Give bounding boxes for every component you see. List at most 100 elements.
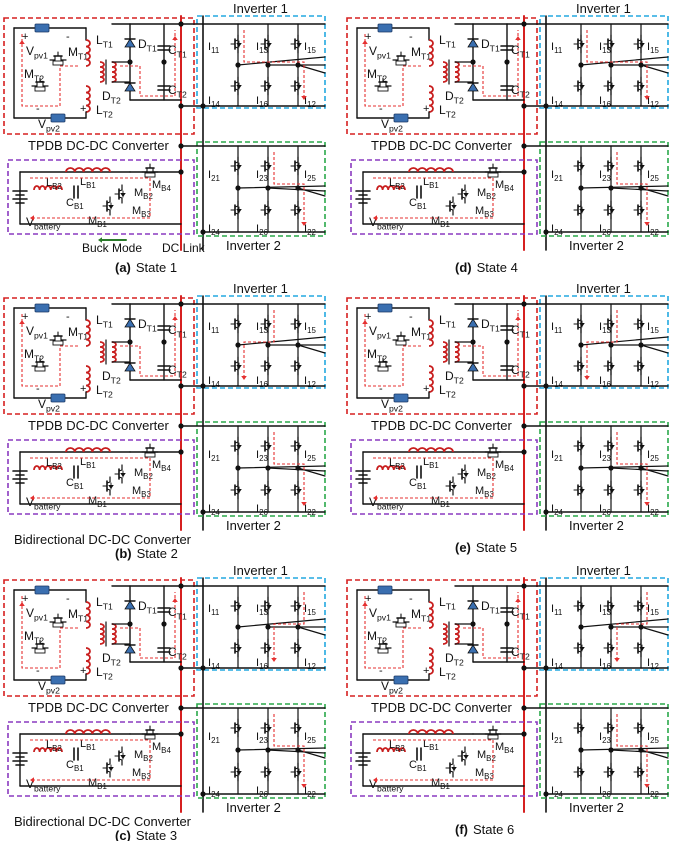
lb1-inductor-icon (408, 729, 454, 735)
wire (637, 723, 642, 726)
junction-dot (504, 621, 510, 627)
diode-arrow (266, 445, 272, 449)
inverter-1-switch-label: I15 (647, 603, 659, 617)
mb4-label: MB4 (152, 179, 171, 193)
plus-sign: + (22, 593, 28, 605)
caption-text: State 6 (473, 822, 514, 837)
wire (607, 767, 612, 770)
diode-arrow (451, 767, 457, 771)
diode-triangle (467, 600, 479, 610)
current-path (616, 714, 648, 788)
mb1-label: MB1 (431, 777, 450, 791)
wire (234, 601, 239, 604)
pv1-source-icon (34, 585, 50, 595)
mb3-label: MB3 (475, 485, 494, 499)
tpdb-converter-label: TPDB DC-DC Converter (28, 138, 170, 153)
tpdb-converter-label: TPDB DC-DC Converter (28, 418, 170, 433)
phase-output (297, 187, 326, 197)
diode-arrow (296, 445, 302, 449)
path-arrow (614, 658, 620, 662)
inverter-1-switch-icon (290, 596, 302, 616)
cb1-capacitor-icon (73, 465, 79, 479)
wire (294, 326, 299, 329)
wire (294, 88, 299, 91)
dt2-diode-icon (124, 82, 136, 92)
wire (294, 441, 299, 444)
dt2-label: DT2 (102, 369, 121, 385)
inverter-2-switch-icon (260, 480, 272, 500)
phase-output (297, 64, 326, 74)
wire (461, 469, 466, 472)
phase-output (580, 336, 669, 346)
inverter-1-label: Inverter 1 (576, 1, 631, 16)
lb2-label: LB2 (389, 177, 405, 191)
wire (234, 650, 239, 653)
diode-arrow (639, 605, 645, 609)
battery-icon (355, 190, 371, 204)
pv1-source-icon (34, 23, 50, 33)
ct2-capacitor-icon (157, 85, 171, 91)
inverter-2-switch-icon (260, 436, 272, 456)
battery-icon (12, 752, 28, 766)
wire (264, 774, 269, 777)
inverter-1-switch-label: I13 (256, 603, 268, 617)
diode-arrow (579, 489, 585, 493)
mt2-label: MT2 (367, 629, 387, 645)
path-arrow (644, 784, 650, 788)
inverter-2-switch-icon (260, 200, 272, 220)
mt2-label: MT2 (367, 67, 387, 83)
panel-caption: (b)State 2 (115, 546, 178, 561)
wire (607, 608, 612, 611)
lt1-inductor-icon (85, 601, 91, 629)
body-diode (52, 340, 64, 346)
diode-arrow (266, 605, 272, 609)
inverter-1-switch-label: I14 (551, 657, 563, 671)
caption-text: State 2 (137, 546, 178, 561)
lt2-inductor-icon (85, 365, 91, 393)
inverter-1-switch-icon (603, 356, 615, 376)
dt1-label: DT1 (138, 37, 157, 53)
diode-arrow (266, 771, 272, 775)
phase-output (237, 56, 326, 66)
dt1-label: DT1 (481, 317, 500, 333)
inverter-2-switch-icon (573, 718, 585, 738)
junction-dot (521, 143, 527, 149)
mt2-label: MT2 (24, 347, 44, 363)
wire (264, 81, 269, 84)
minus-sign: - (379, 665, 383, 677)
mt2-label: MT2 (24, 629, 44, 645)
wire (294, 205, 299, 208)
junction-dot (178, 423, 184, 429)
ct1-label: CT1 (511, 323, 530, 339)
diode-arrow (639, 727, 645, 731)
wire (264, 608, 269, 611)
body-diode (487, 734, 499, 740)
current-path (463, 310, 519, 377)
wire (118, 476, 123, 479)
inverter-1-switch-icon (290, 314, 302, 334)
minus-sign: - (379, 103, 383, 115)
inverter-2-switch-label: I23 (599, 169, 611, 183)
pv2-label: Vpv2 (38, 679, 60, 695)
ct1-capacitor-icon (157, 325, 171, 331)
body-diode (377, 86, 389, 92)
mb3-switch-icon (114, 746, 126, 766)
pv1-label: Vpv1 (369, 606, 391, 622)
wire (264, 161, 269, 164)
panel-caption: (d)State 4 (455, 260, 518, 275)
current-path (616, 592, 648, 662)
mt2-label: MT2 (24, 67, 44, 83)
path-arrow (515, 598, 521, 602)
pv2-label: Vpv2 (381, 117, 403, 133)
caption-text: State 1 (136, 260, 177, 275)
wire (106, 488, 111, 491)
dt1-diode-icon (124, 600, 136, 610)
mt1-switch-icon (49, 51, 67, 66)
wire (637, 368, 642, 371)
current-path (616, 432, 648, 506)
path-arrow (362, 40, 368, 44)
inverter-2-switch-label: I24 (208, 503, 220, 517)
dt1-diode-icon (467, 318, 479, 328)
inverter-2-switch-label: I22 (647, 223, 659, 237)
diode-triangle (124, 600, 136, 610)
